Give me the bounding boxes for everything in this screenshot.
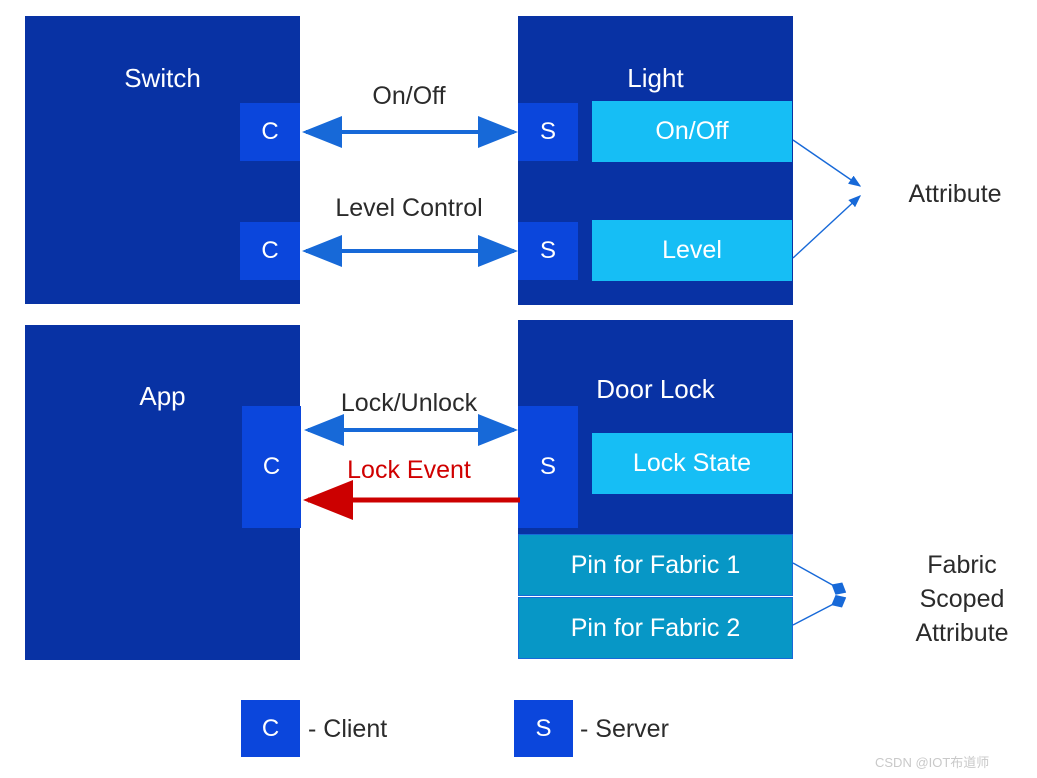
- callout-fabric-scoped-attribute: Fabric Scoped Attribute: [915, 551, 1009, 647]
- device-title-app: App: [139, 381, 186, 411]
- connector-label-lock-unlock: Lock/Unlock: [340, 389, 478, 417]
- attribute-chip-level[interactable]: Level: [592, 220, 792, 281]
- connector-label-lock-event: Lock Event: [347, 456, 471, 484]
- attribute-chip-pin-for-fabric-1[interactable]: Pin for Fabric 1: [518, 534, 793, 596]
- role-badge-light-onoff-server[interactable]: S: [518, 103, 578, 161]
- watermark-csdn: CSDN @IOT布道师: [875, 755, 990, 770]
- role-badge-switch-onoff-client[interactable]: C: [240, 103, 300, 161]
- role-badge-switch-level-client[interactable]: C: [240, 222, 300, 280]
- role-badge-app-client[interactable]: C: [242, 406, 301, 528]
- callout-attribute: Attribute: [908, 180, 1002, 208]
- callout-leader-pin-fabric-2: [792, 595, 847, 626]
- device-title-door-lock: Door Lock: [596, 374, 715, 404]
- attribute-chip-lock-state[interactable]: Lock State: [592, 433, 792, 494]
- callout-leader-on-off: [792, 139, 862, 187]
- connector-label-on-off: On/Off: [372, 82, 446, 110]
- legend-badge-server: S: [514, 700, 573, 757]
- legend-label-server: - Server: [580, 715, 669, 743]
- legend-badge-client: C: [241, 700, 300, 757]
- attribute-chip-pin-for-fabric-2[interactable]: Pin for Fabric 2: [518, 597, 793, 659]
- role-badge-light-level-server[interactable]: S: [518, 222, 578, 280]
- role-badge-door-lock-server[interactable]: S: [518, 406, 578, 528]
- callout-leader-level: [792, 195, 862, 259]
- attribute-chip-on-off[interactable]: On/Off: [592, 101, 792, 162]
- legend-label-client: - Client: [308, 715, 388, 743]
- connector-label-level-control: Level Control: [335, 194, 483, 222]
- device-title-switch: Switch: [124, 63, 201, 93]
- device-title-light: Light: [627, 63, 684, 93]
- callout-leader-pin-fabric-1: [792, 562, 847, 595]
